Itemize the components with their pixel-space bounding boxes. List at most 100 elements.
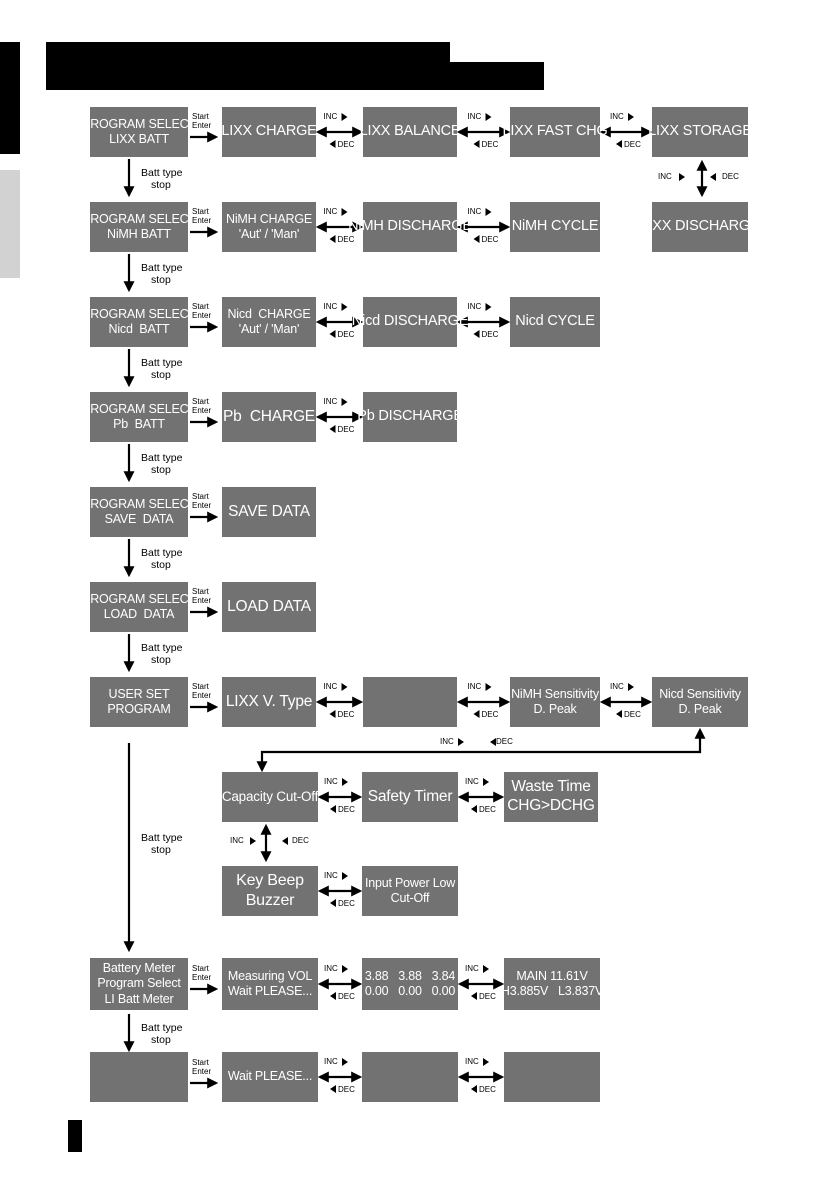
dec-triangle-1-3 xyxy=(616,140,622,148)
dec-triangle-sub1-1 xyxy=(330,805,336,813)
batt-type-label-3: Batt type xyxy=(141,357,183,369)
program-select-2-line-1: PROGRAM SELECT xyxy=(82,211,196,226)
enter-label-5: Enter xyxy=(192,501,212,510)
dec-triangle-3-2 xyxy=(473,330,480,338)
user-sub-1-1-line-1: Capacity Cut-Off xyxy=(221,788,319,804)
dec-label-last-2: DEC xyxy=(479,1085,496,1094)
meter-box-2-line-1: 3.88 3.88 3.84 xyxy=(364,968,456,983)
meter-box-1-line-2: Wait PLEASE... xyxy=(227,984,313,998)
inc-label-1-1: INC xyxy=(323,112,338,121)
stop-label-long: stop xyxy=(151,844,171,856)
dec-triangle-2-1 xyxy=(329,235,336,243)
enter-label-1: Enter xyxy=(192,121,212,130)
dec-label-last-1: DEC xyxy=(338,1085,355,1094)
mode-box-7-4-line-1: Nicd Sensitivity xyxy=(659,686,741,701)
mode-box-7-3-line-2: D. Peak xyxy=(533,702,577,716)
program-select-7-line-1: USER SET xyxy=(108,686,170,701)
inc-label-1-3: INC xyxy=(610,112,624,121)
dec-label-meter-1: DEC xyxy=(338,992,355,1001)
mode-box-6-1: LOAD DATA xyxy=(222,582,316,632)
mode-box-2-3: NiMH CYCLE xyxy=(510,202,600,252)
side-tab-dark xyxy=(0,42,20,154)
inc-triangle-sub1-2 xyxy=(483,778,489,786)
enter-label-meter: Enter xyxy=(192,973,212,982)
dec-triangle-last-2 xyxy=(471,1085,477,1093)
mode-box-3-3-line-1: Nicd CYCLE xyxy=(515,313,595,330)
inc-label-3-2: INC xyxy=(467,302,482,311)
user-sub-1-2: Safety Timer xyxy=(362,772,458,822)
inc-triangle-storage xyxy=(679,173,685,181)
dec-label-1-3: DEC xyxy=(624,140,641,149)
mode-box-3-1-line-2: 'Aut' / 'Man' xyxy=(238,322,300,336)
dec-triangle-meter-1 xyxy=(330,992,336,1000)
dec-label-3-1: DEC xyxy=(337,330,355,339)
start-label-3: Start xyxy=(192,302,209,311)
inc-triangle-4-1 xyxy=(341,398,348,406)
inc-triangle-2-2 xyxy=(485,208,492,216)
dec-triangle-meter-2 xyxy=(471,992,477,1000)
mode-box-1-4: LIXX STORAGE xyxy=(648,107,752,157)
dec-label-3-2: DEC xyxy=(481,330,499,339)
start-label-7: Start xyxy=(192,682,209,691)
mode-box-2-3-line-1: NiMH CYCLE xyxy=(511,218,599,235)
mode-box-3-3: Nicd CYCLE xyxy=(510,297,600,347)
dec-label-2-1: DEC xyxy=(337,235,355,244)
dec-label-meter-2: DEC xyxy=(479,992,496,1001)
batt-type-label-6: Batt type xyxy=(141,642,183,654)
inc-triangle-sub2-1 xyxy=(342,872,348,880)
meter-box-1-line-1: Measuring VOL xyxy=(227,968,313,983)
meter-box-3-line-1: MAIN 11.61V xyxy=(516,968,588,983)
dec-label-sub2-1: DEC xyxy=(338,899,355,908)
inc-triangle-loop xyxy=(458,738,464,746)
inc-triangle-sub xyxy=(250,837,256,845)
dec-label-storage: DEC xyxy=(722,172,739,181)
inc-triangle-1-3 xyxy=(628,113,634,121)
inc-triangle-sub1-1 xyxy=(342,778,348,786)
dec-triangle-2-2 xyxy=(473,235,480,243)
user-sub-1-3-line-1: Waste Time xyxy=(511,778,591,796)
dec-triangle-7-2 xyxy=(473,710,480,718)
inc-label-sub: INC xyxy=(230,836,244,845)
inc-label-4-1: INC xyxy=(323,397,338,406)
mode-box-2-1: NiMH CHARGE'Aut' / 'Man' xyxy=(222,202,316,252)
user-sub-2-2-line-1: Input Power Low xyxy=(364,875,456,890)
inc-label-7-2: INC xyxy=(467,682,482,691)
inc-triangle-last-2 xyxy=(483,1058,489,1066)
mode-box-1-2: LIXX BALANCE xyxy=(360,107,461,157)
inc-label-sub1-1: INC xyxy=(324,777,338,786)
inc-label-7-3: INC xyxy=(610,682,624,691)
program-select-5-line-1: PROGRAM SELECT xyxy=(82,496,196,511)
mode-box-4-1: Pb CHARGE xyxy=(222,392,316,442)
last-box-2 xyxy=(362,1052,458,1102)
dec-triangle-4-1 xyxy=(329,425,336,433)
inc-label-7-1: INC xyxy=(323,682,338,691)
start-label-6: Start xyxy=(192,587,209,596)
enter-label-7: Enter xyxy=(192,691,212,700)
inc-triangle-meter-1 xyxy=(342,965,348,973)
stop-label-5: stop xyxy=(151,559,171,571)
dec-triangle-3-1 xyxy=(329,330,336,338)
inc-label-sub1-2: INC xyxy=(465,777,479,786)
dec-label-sub1-2: DEC xyxy=(479,805,496,814)
enter-label-last: Enter xyxy=(192,1067,212,1076)
mode-box-7-1-line-1: LIXX V. Type xyxy=(225,692,313,710)
last-box-1-line-1: Wait PLEASE... xyxy=(227,1069,313,1084)
enter-label-6: Enter xyxy=(192,596,212,605)
inc-label-2-1: INC xyxy=(323,207,338,216)
header-bar-bottom xyxy=(46,62,544,90)
dec-triangle-sub2-1 xyxy=(330,899,336,907)
mode-box-1-3-line-1: LIXX FAST CHG xyxy=(502,123,608,140)
dec-label-4-1: DEC xyxy=(337,425,355,434)
mode-box-2-1-line-1: NiMH CHARGE xyxy=(226,211,312,226)
mode-box-4-2-line-1: Pb DISCHARGE xyxy=(357,408,463,425)
inc-triangle-2-1 xyxy=(341,208,348,216)
